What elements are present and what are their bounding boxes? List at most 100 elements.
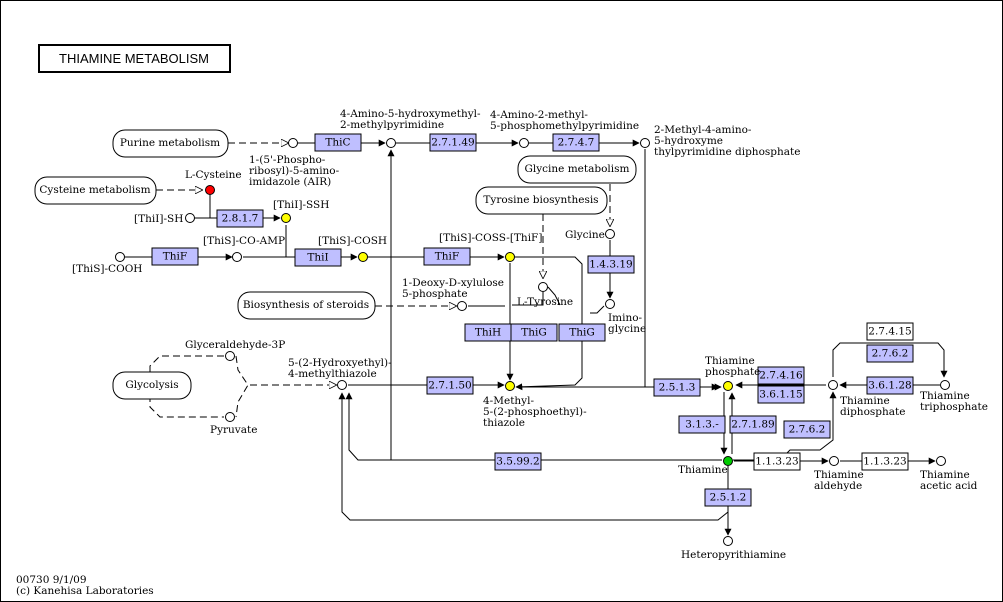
pathway-glycine-metabolism[interactable]: Glycine metabolism [517,155,637,184]
pathway-tyrosine-biosynthesis[interactable]: Tyrosine biosynthesis [475,186,608,215]
enzyme-2.7.4.16[interactable]: 2.7.4.16 [757,366,805,385]
svg-text:2.5.1.3: 2.5.1.3 [659,382,696,394]
label-air-2: ribosyl)-5-amino- [249,165,340,177]
label-thii-ssh: [ThiI]-SSH [273,199,329,211]
map-title-box: THIAMINE METABOLISM [38,44,231,73]
svg-text:Glycine metabolism: Glycine metabolism [525,163,630,175]
svg-text:2.8.1.7: 2.8.1.7 [222,213,259,225]
pathway-glycolysis[interactable]: Glycolysis [112,371,192,400]
node-l-tyrosine[interactable] [538,282,548,292]
node-this-cooh[interactable] [115,252,125,262]
node-thiamine-diphosphate[interactable] [828,380,838,390]
svg-text:2.7.1.50: 2.7.1.50 [428,380,471,392]
node-het[interactable] [337,380,347,390]
node-glyceraldehyde-3p[interactable] [225,351,235,361]
enzyme-3.6.1.28[interactable]: 3.6.1.28 [866,376,914,395]
svg-text:ThiF: ThiF [163,251,187,263]
node-hmppa[interactable] [519,138,529,148]
svg-text:Purine metabolism: Purine metabolism [120,137,220,149]
node-hetp[interactable] [505,381,515,391]
node-heteropyrithiamine[interactable] [723,536,733,546]
enzyme-thig-2[interactable]: ThiG [558,323,606,342]
label-hmp-1: 4-Amino-5-hydroxymethyl- [340,108,481,120]
pathway-steroid-biosynthesis[interactable]: Biosynthesis of steroids [237,291,376,320]
enzyme-2.7.1.49[interactable]: 2.7.1.49 [429,133,477,152]
enzyme-1.1.3.23-b[interactable]: 1.1.3.23 [861,452,909,471]
node-l-cysteine[interactable] [205,185,215,195]
node-thii-ssh[interactable] [281,213,291,223]
svg-text:ThiG: ThiG [521,327,547,339]
footer-copyright: (c) Kanehisa Laboratories [16,585,154,597]
label-dxp-2: 5-phosphate [402,288,468,300]
enzyme-thic[interactable]: ThiC [314,133,362,152]
enzyme-2.7.1.50[interactable]: 2.7.1.50 [426,376,474,395]
node-this-co-amp[interactable] [232,252,242,262]
label-hmppp-3: thylpyrimidine diphosphate [654,146,800,158]
label-thiamine-phosphate-1: Thiamine [705,355,755,367]
svg-text:1.4.3.19: 1.4.3.19 [589,259,632,271]
svg-text:ThiI: ThiI [307,252,328,264]
node-this-cosh[interactable] [358,252,368,262]
svg-text:3.6.1.28: 3.6.1.28 [868,380,911,392]
svg-text:2.7.1.89: 2.7.1.89 [731,419,774,431]
map-title: THIAMINE METABOLISM [59,51,209,66]
pathway-purine-metabolism[interactable]: Purine metabolism [112,129,229,158]
svg-text:ThiF: ThiF [435,251,459,263]
enzyme-thif-2[interactable]: ThiF [423,247,471,266]
node-hmp[interactable] [386,138,396,148]
node-hmppp[interactable] [640,138,650,148]
label-l-cysteine: L-Cysteine [185,169,242,181]
enzyme-3.6.1.15[interactable]: 3.6.1.15 [757,385,805,404]
svg-text:ThiC: ThiC [325,137,350,149]
label-pyruvate: Pyruvate [210,424,257,436]
label-thiamine: Thiamine [678,464,728,476]
node-glycine[interactable] [605,229,615,239]
pathway-cysteine-metabolism[interactable]: Cysteine metabolism [34,176,157,205]
svg-text:2.7.1.49: 2.7.1.49 [431,137,474,149]
enzyme-2.5.1.2[interactable]: 2.5.1.2 [704,488,752,507]
node-pyruvate[interactable] [225,412,235,422]
enzyme-2.7.1.89[interactable]: 2.7.1.89 [729,415,777,434]
enzyme-2.7.4.7[interactable]: 2.7.4.7 [552,133,600,152]
enzyme-2.7.6.2-b[interactable]: 2.7.6.2 [783,420,831,439]
label-thiamine-aldehyde-1: Thiamine [814,469,864,481]
label-glycine: Glycine [565,229,605,241]
label-thiamine-diphosphate-1: Thiamine [840,395,890,407]
enzyme-thig-1[interactable]: ThiG [510,323,558,342]
enzyme-thii[interactable]: ThiI [294,248,342,267]
enzyme-2.7.4.15[interactable]: 2.7.4.15 [866,322,914,341]
node-air[interactable] [288,138,298,148]
node-thiamine-triphosphate[interactable] [940,380,950,390]
label-thiamine-acetic-acid-1: Thiamine [920,469,970,481]
node-iminoglycine[interactable] [605,299,615,309]
enzyme-1.1.3.23-a[interactable]: 1.1.3.23 [753,452,801,471]
label-thiamine-phosphate-2: phosphate [705,366,760,378]
label-this-cooh: [ThiS]-COOH [72,263,142,275]
label-this-coss-thif: [ThiS]-COSS-[ThiF] [439,232,542,244]
svg-text:2.7.4.7: 2.7.4.7 [558,137,595,149]
node-thiamine-acetic-acid[interactable] [936,456,946,466]
svg-text:2.7.4.16: 2.7.4.16 [759,370,803,382]
enzyme-2.8.1.7[interactable]: 2.8.1.7 [216,209,264,228]
node-thii-sh[interactable] [185,213,195,223]
label-thiamine-aldehyde-2: aldehyde [814,480,862,492]
enzyme-2.7.6.2-a[interactable]: 2.7.6.2 [866,344,914,363]
node-thiamine-phosphate[interactable] [723,381,733,391]
node-thiamine-aldehyde[interactable] [829,456,839,466]
enzyme-thih[interactable]: ThiH [464,323,512,342]
label-iminoglycine-2: glycine [608,323,646,335]
enzyme-2.5.1.3[interactable]: 2.5.1.3 [653,378,701,397]
enzyme-3.5.99.2[interactable]: 3.5.99.2 [494,452,542,471]
enzyme-thif-1[interactable]: ThiF [151,247,199,266]
enzyme-1.4.3.19[interactable]: 1.4.3.19 [587,255,635,274]
svg-text:ThiG: ThiG [569,327,595,339]
label-glyceraldehyde-3p: Glyceraldehyde-3P [185,339,285,351]
node-thiamine[interactable] [723,456,733,466]
node-this-coss-thif[interactable] [505,252,515,262]
label-hmppp-1: 2-Methyl-4-amino- [654,124,752,136]
svg-text:3.1.3.-: 3.1.3.- [685,419,719,431]
svg-text:1.1.3.23: 1.1.3.23 [863,456,906,468]
node-dxp[interactable] [457,301,467,311]
label-this-co-amp: [ThiS]-CO-AMP [203,235,285,247]
enzyme-3.1.3.-[interactable]: 3.1.3.- [678,415,726,434]
